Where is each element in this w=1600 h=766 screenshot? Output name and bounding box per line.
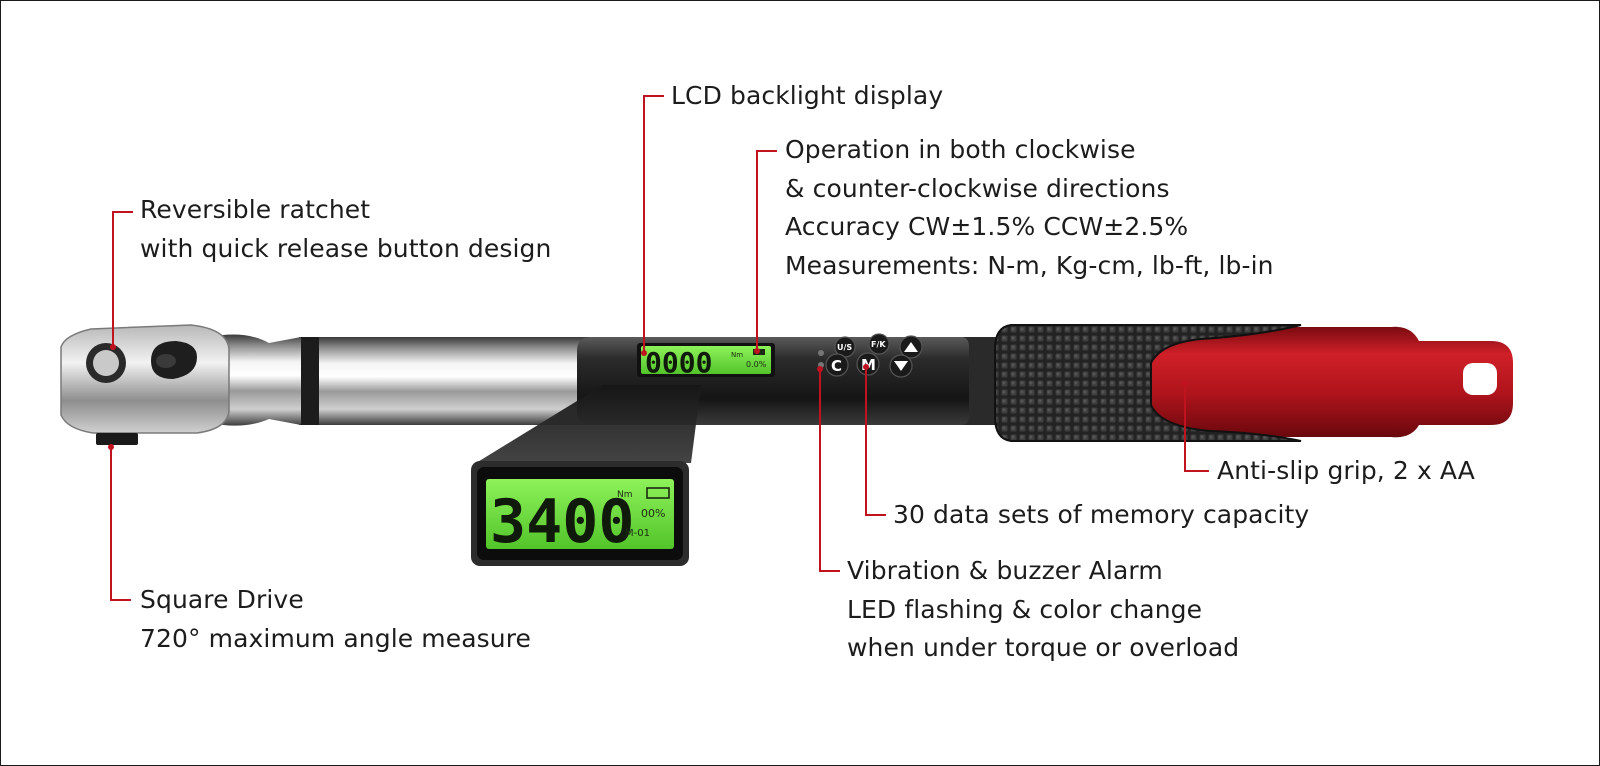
callout-line: Operation in both clockwise [785,135,1136,164]
callout-line: Square Drive [140,585,304,614]
callout-memory: 30 data sets of memory capacity [893,496,1309,535]
callout-line: when under torque or overload [847,633,1240,662]
callout-line: & counter-clockwise directions [785,173,1170,203]
svg-text:Nm: Nm [617,490,633,500]
callout-grip: Anti-slip grip, 2 x AA [1217,452,1475,491]
callout-operation: Operation in both clockwise & counter-cl… [785,131,1274,285]
callout-square-drive: Square Drive 720° maximum angle measure [140,581,531,658]
callout-line: Measurements: N-m, Kg-cm, lb-ft, lb-in [785,250,1274,280]
svg-text:0.0%: 0.0% [746,360,767,369]
callout-line: LED flashing & color change [847,594,1203,624]
svg-text:Nm: Nm [731,351,743,359]
callout-ratchet: Reversible ratchet with quick release bu… [140,191,551,268]
lcd-screen [641,346,771,374]
callout-line: Accuracy CW±1.5% CCW±2.5% [785,212,1189,241]
callout-line: 30 data sets of memory capacity [893,500,1310,529]
control-buttons: U/S F/K C M [825,333,923,378]
svg-text:3400: 3400 [490,487,635,557]
callout-line: LCD backlight display [671,81,944,110]
callout-lcd-backlight: LCD backlight display [671,77,943,116]
anti-slip-grip [994,324,1513,442]
svg-text:00%: 00% [641,507,665,520]
callout-line: Vibration & buzzer Alarm [847,556,1163,585]
svg-text:M: M [861,356,876,374]
callout-line: Reversible ratchet [140,195,371,224]
svg-text:M-01: M-01 [625,528,650,539]
callout-line: Anti-slip grip, 2 x AA [1217,456,1475,485]
callout-line: with quick release button design [140,233,552,263]
svg-text:U/S: U/S [837,343,852,352]
callout-alarm: Vibration & buzzer Alarm LED flashing & … [847,552,1239,668]
leader-dots [108,344,1188,450]
svg-text:F/K: F/K [871,340,886,349]
ratchet-head [60,324,301,445]
svg-text:0000: 0000 [645,346,712,379]
leader-lines [110,95,1209,601]
lcd-zoom-inset: 3400 Nm 00% M-01 [471,461,689,566]
svg-text:C: C [831,357,842,375]
callout-line: 720° maximum angle measure [140,623,532,653]
